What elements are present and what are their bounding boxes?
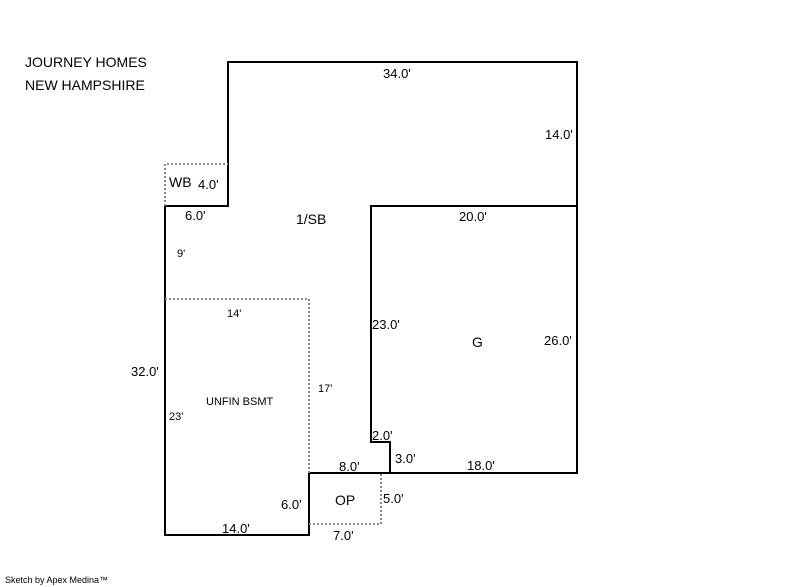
area-living: 1/SB bbox=[296, 211, 326, 227]
dim-porch-top: 8.0' bbox=[339, 459, 360, 474]
sketch-credit: Sketch by Apex Medina™ bbox=[5, 575, 108, 585]
dim-left: 32.0' bbox=[131, 364, 159, 379]
dim-porch-bottom: 7.0' bbox=[333, 528, 354, 543]
dim-porch-left: 6.0' bbox=[281, 497, 302, 512]
dim-bsmt-top: 14' bbox=[227, 308, 241, 320]
dim-garage-left: 23.0' bbox=[372, 317, 400, 332]
basement-outline bbox=[165, 298, 310, 473]
building-outline bbox=[164, 61, 578, 536]
company-name: JOURNEY HOMES bbox=[25, 54, 147, 70]
dim-bottom: 14.0' bbox=[222, 521, 250, 536]
porch-outline bbox=[309, 473, 382, 525]
dim-bsmt-right: 17' bbox=[318, 383, 332, 395]
dim-garage-right: 26.0' bbox=[544, 333, 572, 348]
dim-wb: 4.0' bbox=[198, 177, 219, 192]
area-porch: OP bbox=[335, 492, 355, 508]
dim-step-v: 3.0' bbox=[395, 451, 416, 466]
dim-wb-step: 6.0' bbox=[185, 208, 206, 223]
company-state: NEW HAMPSHIRE bbox=[25, 77, 145, 93]
dim-porch-right: 5.0' bbox=[383, 491, 404, 506]
area-garage: G bbox=[472, 334, 483, 350]
dim-left-upper: 9' bbox=[177, 248, 185, 260]
dim-garage-bottom: 18.0' bbox=[467, 458, 495, 473]
dim-step-h: 2.0' bbox=[372, 428, 393, 443]
area-wb: WB bbox=[169, 174, 192, 190]
dim-right-top: 14.0' bbox=[545, 127, 573, 142]
dim-garage-top: 20.0' bbox=[459, 209, 487, 224]
area-basement: UNFIN BSMT bbox=[206, 396, 274, 408]
wb-outline bbox=[164, 163, 228, 206]
dim-bsmt-left: 23' bbox=[169, 411, 183, 423]
dim-top: 34.0' bbox=[383, 66, 411, 81]
